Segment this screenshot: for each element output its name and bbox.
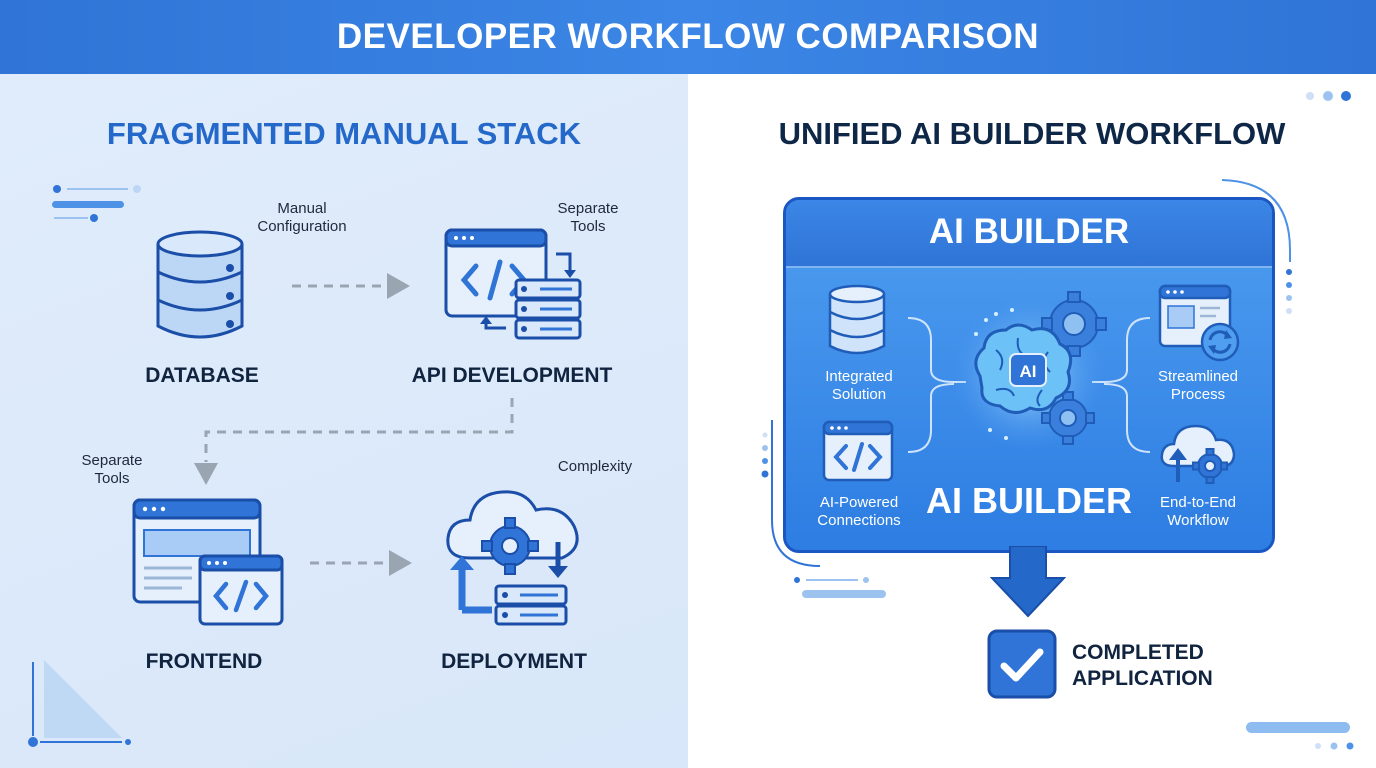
ai-builder-bottom-label: AI BUILDER (926, 480, 1132, 521)
note-line: Tools (570, 218, 606, 235)
code-window-server-icon (444, 228, 582, 340)
code-window-icon-small (822, 420, 894, 482)
feature-line: Process (1170, 386, 1226, 403)
note-line: Separate (557, 200, 619, 217)
cloud-gear-server-icon (446, 490, 579, 626)
note-line: Manual (277, 200, 327, 217)
feature-line: Streamlined (1157, 368, 1239, 385)
browser-code-icon (132, 498, 284, 626)
down-arrow-icon (990, 546, 1066, 618)
note-separate-tools-2: Separate Tools (60, 452, 164, 488)
right-section-title: UNIFIED AI BUILDER WORKFLOW (778, 116, 1286, 151)
ai-builder-header (786, 200, 1272, 268)
decor-top-left (52, 185, 141, 222)
completed-label-line2: APPLICATION (1072, 667, 1213, 690)
ai-builder-connectors (907, 317, 1151, 453)
feature-integrated-solution: Integrated Solution (806, 368, 912, 404)
ai-brain-gears-icon: AI (956, 291, 1107, 450)
flow-arrows (194, 273, 514, 576)
node-label-api: API DEVELOPMENT (411, 364, 613, 387)
feature-line: Workflow (1167, 512, 1229, 529)
feature-line: Solution (831, 386, 887, 403)
checkmark-icon (987, 629, 1057, 699)
note-complexity: Complexity (557, 458, 633, 475)
completed-label-line1: COMPLETED (1072, 641, 1204, 664)
left-section-title: FRAGMENTED MANUAL STACK (106, 116, 582, 151)
node-label-frontend: FRONTEND (145, 650, 263, 673)
brain-badge-label: AI (1020, 362, 1037, 381)
browser-sync-icon (1158, 284, 1240, 362)
header-bar: DEVELOPER WORKFLOW COMPARISON (0, 0, 1376, 74)
note-line: Configuration (257, 218, 347, 235)
note-separate-tools-1: Separate Tools (536, 200, 640, 236)
note-line: Tools (94, 470, 130, 487)
ai-builder-title: AI BUILDER (928, 212, 1130, 251)
page-title: DEVELOPER WORKFLOW COMPARISON (336, 17, 1040, 56)
database-icon (156, 230, 244, 339)
note-manual-configuration: Manual Configuration (240, 200, 364, 236)
ai-builder-box: AI BUILDER (783, 197, 1275, 553)
decor-bottom-left (28, 660, 131, 747)
database-icon-small (828, 284, 886, 355)
feature-line: AI-Powered (819, 494, 899, 511)
feature-ai-powered-connections: AI-Powered Connections (800, 494, 918, 530)
completed-application-label: COMPLETED APPLICATION (1072, 640, 1213, 692)
node-label-database: DATABASE (145, 364, 259, 387)
feature-end-to-end-workflow: End-to-End Workflow (1142, 494, 1254, 530)
feature-line: Connections (817, 512, 901, 529)
feature-line: Integrated (825, 368, 893, 385)
feature-line: End-to-End (1160, 494, 1236, 511)
node-label-deployment: DEPLOYMENT (441, 650, 587, 673)
cloud-upload-gear-icon (1160, 424, 1236, 484)
feature-streamlined-process: Streamlined Process (1142, 368, 1254, 404)
note-line: Separate (81, 452, 143, 469)
